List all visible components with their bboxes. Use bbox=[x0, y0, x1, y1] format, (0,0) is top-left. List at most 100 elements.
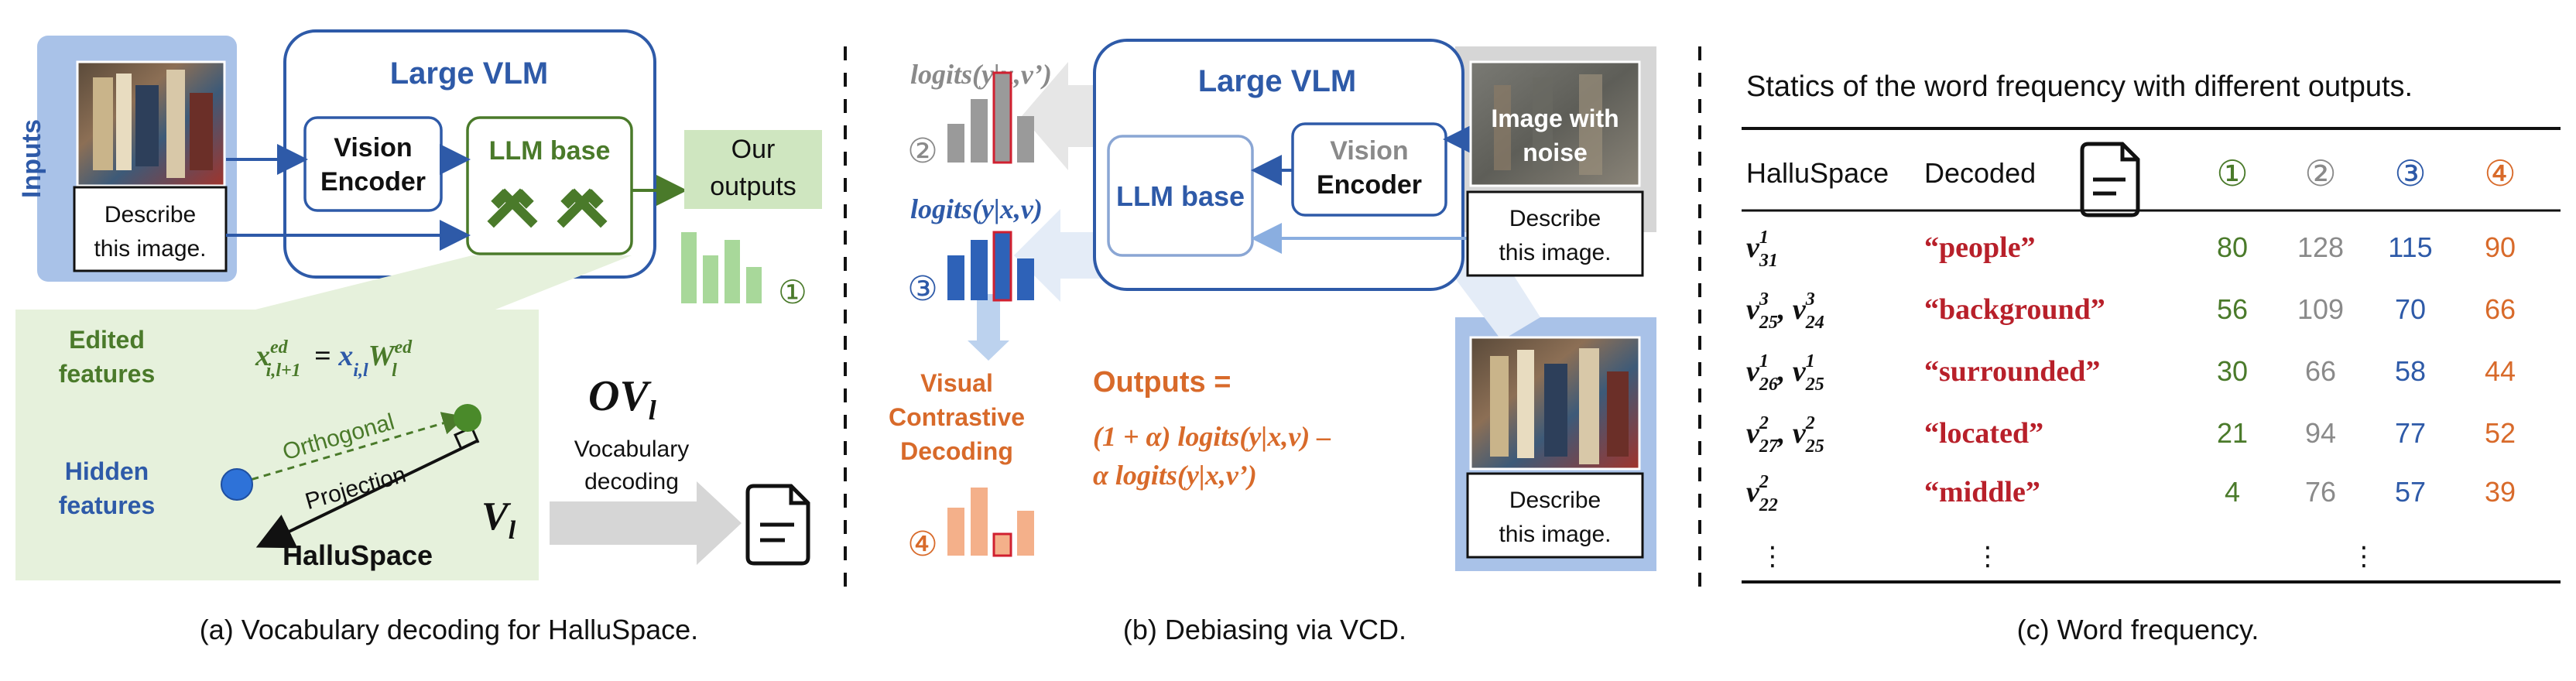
cell: 52 bbox=[2485, 417, 2516, 449]
edited-features-line1: Edited bbox=[69, 326, 145, 354]
header-col-3: ③ bbox=[2394, 152, 2426, 194]
circled-three-b: ③ bbox=[907, 269, 937, 309]
prompt-line1-b1: Describe bbox=[1509, 206, 1601, 231]
document-icon bbox=[745, 484, 810, 566]
hammer-icon bbox=[487, 188, 538, 228]
cell: 57 bbox=[2395, 476, 2426, 508]
panel-a: Inputs Describe this image. Large VLM Vi… bbox=[15, 29, 822, 645]
vision-encoder-a bbox=[303, 116, 443, 212]
clean-arrow-down bbox=[977, 294, 1000, 340]
llm-base-label-a: LLM base bbox=[489, 136, 611, 166]
vcd-line3: Decoding bbox=[900, 437, 1013, 465]
cell: 115 bbox=[2388, 231, 2432, 263]
caption-b: (b) Debiasing via VCD. bbox=[1123, 614, 1406, 645]
noisy-photo bbox=[1469, 60, 1641, 187]
decoded-word: “people” bbox=[1924, 231, 2036, 264]
panel-c: Statics of the word frequency with diffe… bbox=[1742, 70, 2561, 645]
our-outputs-line2: outputs bbox=[710, 172, 796, 201]
cell: 66 bbox=[2305, 355, 2336, 387]
caption-c: (c) Word frequency. bbox=[2017, 614, 2259, 645]
bars-two bbox=[947, 71, 1034, 164]
document-icon bbox=[2080, 142, 2140, 217]
cell: 56 bbox=[2217, 293, 2248, 325]
cell: 30 bbox=[2217, 355, 2248, 387]
cell: 58 bbox=[2395, 355, 2426, 387]
vision-encoder-line1-b: Vision bbox=[1330, 136, 1408, 166]
vcd-line1: Visual bbox=[920, 369, 993, 397]
logits-prime-label: logits(y|x,v’) bbox=[910, 59, 1052, 90]
cell: 21 bbox=[2217, 417, 2248, 449]
zoom-trapezoid bbox=[255, 255, 632, 310]
circled-four-b: ④ bbox=[907, 525, 937, 564]
clean-photo bbox=[1469, 336, 1641, 471]
prompt-line2-a: this image. bbox=[94, 236, 206, 262]
prompt-line2-b2: this image. bbox=[1499, 522, 1611, 547]
prompt-box-b2 bbox=[1466, 472, 1644, 559]
bars-four bbox=[947, 488, 1034, 557]
hidden-features-line1: Hidden bbox=[65, 457, 149, 485]
ellipsis: ⋮ bbox=[1759, 541, 1786, 572]
clean-arrow-down-head bbox=[968, 340, 1009, 361]
input-photo bbox=[76, 60, 226, 187]
logits-label: logits(y|x,v) bbox=[910, 193, 1043, 224]
v-l-main: V bbox=[481, 494, 512, 539]
cell: 77 bbox=[2395, 417, 2426, 449]
vcd-line2: Contrastive bbox=[889, 403, 1025, 431]
cell: 70 bbox=[2395, 293, 2426, 325]
prompt-line2-b1: this image. bbox=[1499, 240, 1611, 265]
cell: 128 bbox=[2297, 231, 2344, 263]
header-col-2: ② bbox=[2304, 152, 2336, 194]
cell: 44 bbox=[2485, 355, 2516, 387]
decoded-word: “background” bbox=[1924, 293, 2105, 326]
formula-line1: (1 + α) logits(y|x,v) – bbox=[1093, 421, 1331, 452]
hammer-icon bbox=[557, 188, 608, 228]
v-l-label: Vl bbox=[481, 494, 516, 545]
header-col-4: ④ bbox=[2484, 152, 2516, 194]
prompt-line1-a: Describe bbox=[104, 202, 196, 228]
vlm-title-a: Large VLM bbox=[390, 56, 548, 91]
llm-base-b bbox=[1107, 135, 1254, 257]
outputs-eq: Outputs = bbox=[1093, 366, 1231, 399]
caption-a: (a) Vocabulary decoding for HalluSpace. bbox=[200, 614, 698, 645]
table-values: 80 128 115 90 56 109 70 66 30 66 58 44 2… bbox=[2217, 231, 2516, 508]
cell: 66 bbox=[2485, 293, 2516, 325]
header-col-1: ① bbox=[2216, 152, 2248, 194]
output-bars-one bbox=[681, 232, 762, 303]
edited-features-line2: features bbox=[59, 360, 156, 388]
hidden-features-line2: features bbox=[59, 491, 156, 519]
vocab-decoding-arrow bbox=[550, 481, 742, 565]
prompt-line1-b2: Describe bbox=[1509, 488, 1601, 513]
hallu-space-label: HalluSpace bbox=[283, 539, 433, 571]
ov-l-sub: l bbox=[649, 395, 656, 426]
cell: 76 bbox=[2305, 476, 2336, 508]
vision-encoder-line2-b: Encoder bbox=[1317, 170, 1422, 200]
hidden-feature-dot bbox=[221, 468, 253, 501]
ellipsis: ⋮ bbox=[2351, 541, 2377, 572]
panel-b: logits(y|x,v’) ② logits(y|x,v) ③ Large V… bbox=[889, 39, 1656, 645]
decoded-word: “surrounded” bbox=[1924, 355, 2100, 388]
decoded-word: “middle” bbox=[1924, 476, 2040, 508]
cell: 39 bbox=[2485, 476, 2516, 508]
llm-base-label-b: LLM base bbox=[1116, 180, 1245, 212]
llm-base-a bbox=[466, 116, 633, 255]
formula-line2: α logits(y|x,v’) bbox=[1093, 460, 1257, 491]
projection-dashed bbox=[239, 412, 466, 484]
our-outputs-line1: Our bbox=[731, 135, 776, 164]
vocab-decoding-line1: Vocabulary bbox=[574, 436, 689, 462]
ov-l-main: OV bbox=[588, 372, 652, 420]
circled-one-a: ① bbox=[778, 273, 807, 311]
vision-encoder-line1-a: Vision bbox=[334, 133, 412, 163]
cell: 90 bbox=[2485, 231, 2516, 263]
edited-feature-dot bbox=[454, 404, 481, 432]
vocab-decoding-line2: decoding bbox=[584, 469, 679, 494]
inputs-label: Inputs bbox=[17, 119, 46, 198]
noise-line1: Image with bbox=[1491, 104, 1619, 132]
bars-three bbox=[947, 231, 1034, 302]
our-outputs-box bbox=[684, 130, 822, 209]
cell: 80 bbox=[2217, 231, 2248, 263]
cell: 4 bbox=[2225, 476, 2240, 508]
